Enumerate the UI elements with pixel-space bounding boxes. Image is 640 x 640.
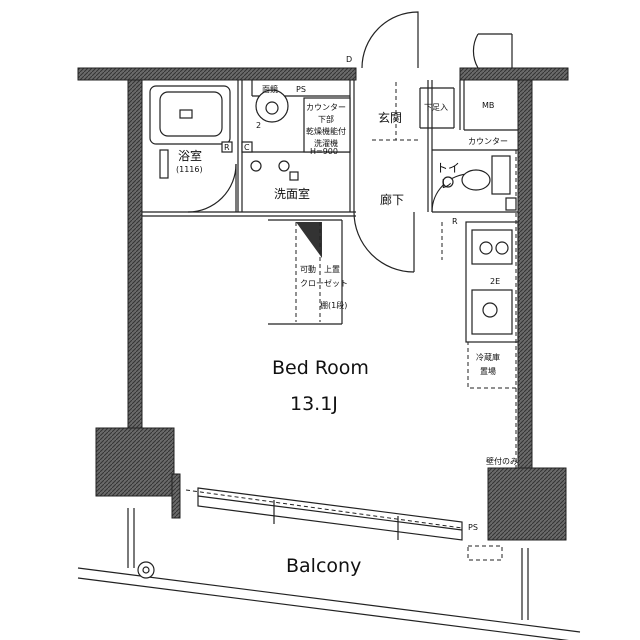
c-marker: C: [244, 143, 250, 152]
bath-size: (1116): [176, 165, 203, 174]
room-labels: Bed Room 13.1J Balcony 浴室 (1116) 洗面室 玄関 …: [176, 101, 494, 577]
dashed-guides: [185, 150, 517, 529]
mb-label: MB: [482, 101, 494, 110]
r-marker-bath: R: [224, 143, 230, 152]
ps-bottom: PS: [468, 523, 478, 532]
entrance-label: 玄関: [378, 110, 402, 125]
closet-label-a: 可動: [300, 265, 316, 274]
washroom-fixtures: [250, 89, 351, 181]
shoe-box-label: 下足入: [424, 103, 448, 112]
bedroom-area: 13.1J: [290, 393, 338, 415]
num-2e: 2E: [490, 277, 500, 286]
toilet-label-b: レ: [440, 177, 452, 191]
upper-shelf-b: 棚(1段): [320, 300, 347, 310]
washroom-label: 洗面室: [274, 186, 310, 201]
interior-partitions: [142, 80, 518, 217]
closet-label-b: クローゼット: [300, 278, 348, 288]
toilet-label-a: トイ: [436, 161, 460, 175]
r-marker-hall: R: [452, 217, 458, 226]
bathroom-fixtures: [149, 85, 253, 179]
annotation-labels: PS PS D R C R カウンター 下部 乾燥機能付 洗濯機 H=900 カ…: [224, 55, 518, 532]
balcony-windows: [197, 487, 463, 541]
fridge-label-b: 置場: [480, 366, 496, 376]
balcony-label: Balcony: [286, 555, 361, 577]
toilet-fixture: [442, 155, 517, 211]
doors: [187, 11, 513, 273]
bath-label: 浴室: [178, 148, 202, 163]
counter-label-b: 下部: [318, 114, 334, 124]
gap-note: 壁付のみ: [486, 456, 518, 466]
fridge-label-a: 冷蔵庫: [476, 352, 500, 362]
closet: [268, 219, 343, 325]
counter-label-c: 乾燥機能付: [306, 126, 346, 136]
num-2: 2: [256, 121, 261, 130]
kitchen-counter: [465, 221, 519, 389]
counter-label-a: カウンター: [306, 103, 346, 112]
d-marker: D: [346, 55, 352, 64]
counter-label-h: H=900: [310, 147, 338, 156]
ps-top: PS: [296, 85, 306, 94]
bedroom-name: Bed Room: [272, 357, 369, 379]
counter-wc-label: カウンター: [468, 137, 508, 146]
exterior-walls: [77, 67, 569, 541]
corridor-label: 廊下: [380, 192, 404, 207]
mirror-label: 面鏡: [262, 84, 278, 94]
balcony-outline: [77, 508, 581, 640]
upper-shelf-a: 上置: [324, 265, 340, 274]
counter-label-d: 洗濯機: [314, 138, 338, 148]
